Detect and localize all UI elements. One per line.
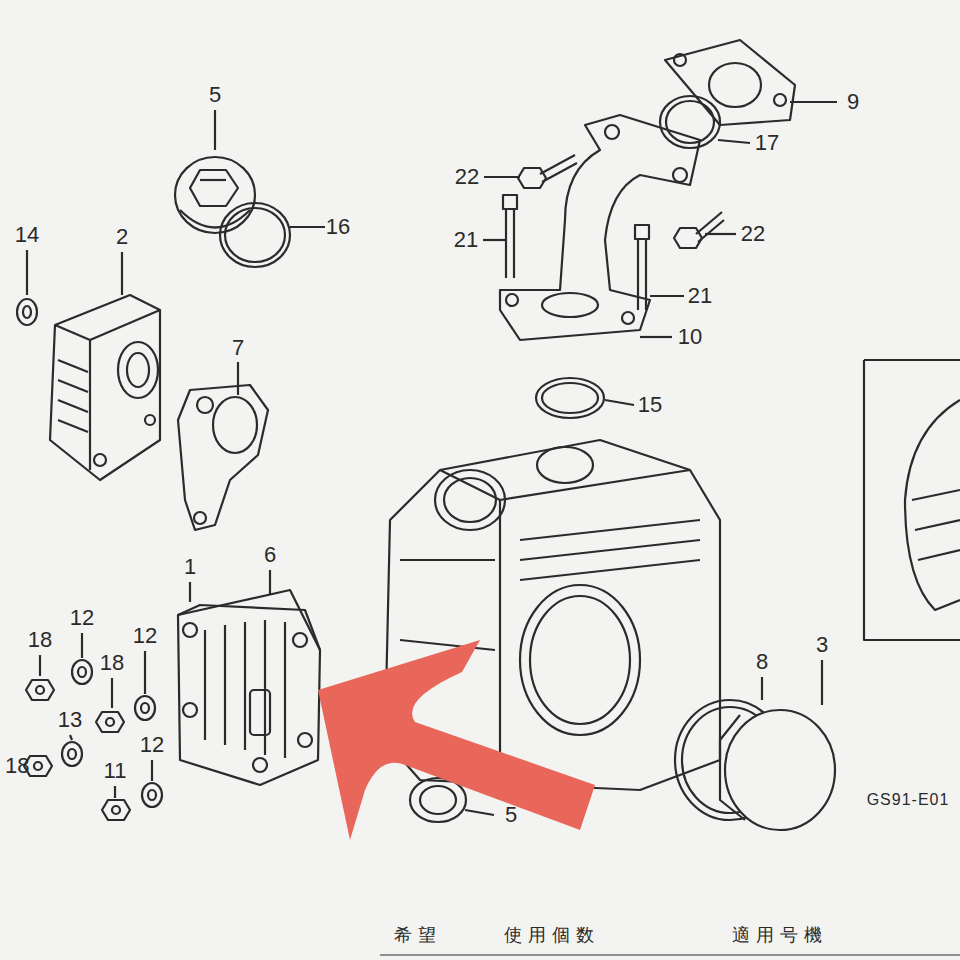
table-header: 使用個数 <box>502 925 602 945</box>
callout-number: 6 <box>262 543 278 567</box>
callout-number: 7 <box>230 336 246 360</box>
figure-code: GS91-E01 <box>865 791 952 809</box>
callout-number: 21 <box>452 228 480 252</box>
table-header: 希望 <box>392 925 444 945</box>
callout-number: 2 <box>114 225 130 249</box>
callout-number: 22 <box>453 165 481 189</box>
callout-number: 16 <box>324 215 352 239</box>
callout-number: 11 <box>102 759 129 783</box>
callout-number: 5 <box>503 803 519 827</box>
callout-number: 17 <box>753 131 781 155</box>
callout-number: 10 <box>676 325 704 349</box>
callout-number: 3 <box>814 633 830 657</box>
callout-number: 5 <box>207 83 223 107</box>
callout-number: 22 <box>739 222 767 246</box>
callout-number: 18 <box>98 651 126 675</box>
table-header: 適用号機 <box>730 925 830 945</box>
callout-number: 8 <box>754 650 770 674</box>
callout-number: 18 <box>3 754 31 778</box>
callout-number: 21 <box>686 284 714 308</box>
callout-number: 12 <box>131 624 159 648</box>
callout-number: 12 <box>138 733 166 757</box>
callout-number: 15 <box>636 393 664 417</box>
callout-number: 13 <box>56 708 84 732</box>
callout-number: 12 <box>68 606 96 630</box>
callout-number: 1 <box>182 555 198 579</box>
callout-number: 14 <box>13 223 41 247</box>
callout-number: 18 <box>26 628 54 652</box>
callout-number: 9 <box>845 90 861 114</box>
